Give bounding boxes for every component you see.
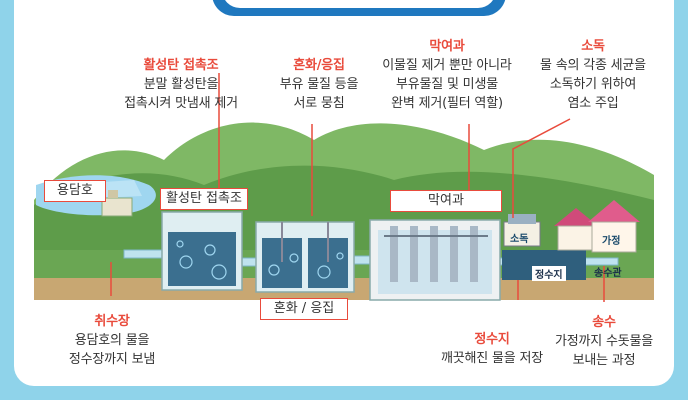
clear-well-desc-1: 깨끗해진 물을 저장	[441, 351, 543, 366]
callout-clear-well: 정수지 깨끗해진 물을 저장	[434, 330, 550, 368]
header-tab-inner	[222, 0, 496, 8]
leader-disinfection	[512, 118, 571, 218]
filtration-desc-1: 이물질 제거 뿐만 아니라	[382, 58, 512, 73]
activated-carbon-desc-1: 분말 활성탄을	[143, 77, 219, 92]
filtration-desc-3: 완벽 제거(필터 역할)	[391, 96, 503, 111]
callout-distribution: 송수 가정까지 수돗물을 보내는 과정	[544, 313, 664, 370]
carbon-tank-water	[168, 232, 236, 286]
carbon-box-label: 활성탄 접촉조	[160, 188, 248, 210]
coagulation-box-label: 혼화 / 응집	[260, 298, 348, 320]
distribution-desc-1: 가정까지 수돗물을	[554, 334, 653, 349]
filtration-box-label: 막여과	[390, 190, 502, 212]
callout-filtration: 막여과 이물질 제거 뿐만 아니라 부유물질 및 미생물 완벽 제거(필터 역할…	[372, 37, 522, 113]
diagram-panel: 활성탄 접촉조 분말 활성탄을 접촉시켜 맛냄새 제거 혼화/응집 부유 물질 …	[14, 0, 674, 386]
disinfection-building	[503, 221, 541, 247]
intake-title: 취수장	[94, 314, 130, 329]
intake-desc-1: 용담호의 물을	[74, 333, 150, 348]
disinfection-desc-1: 물 속의 각종 세균을	[540, 58, 646, 73]
water-treatment-illustration	[34, 73, 654, 302]
intake-desc-2: 정수장까지 보냄	[68, 352, 156, 367]
filtration-desc-2: 부유물질 및 미생물	[396, 77, 498, 92]
distribution-desc-2: 보내는 과정	[572, 353, 636, 368]
house-tag: 가정	[602, 236, 621, 247]
disinfection-tag: 소독	[510, 234, 529, 245]
activated-carbon-title: 활성탄 접촉조	[143, 58, 219, 73]
coagulation-desc-2: 서로 뭉침	[293, 96, 345, 111]
callout-intake: 취수장 용담호의 물을 정수장까지 보냄	[42, 312, 182, 369]
callout-activated-carbon: 활성탄 접촉조 분말 활성탄을 접촉시켜 맛냄새 제거	[96, 56, 266, 113]
disinfection-title: 소독	[581, 39, 605, 54]
distribution-pipe-tag: 송수관	[594, 268, 622, 279]
activated-carbon-desc-2: 접촉시켜 맛냄새 제거	[124, 96, 238, 111]
distribution-title: 송수	[592, 315, 616, 330]
intake-building	[101, 197, 133, 217]
disinfection-desc-2: 소독하기 위하여	[549, 77, 637, 92]
house-roof	[554, 208, 598, 226]
filtration-title: 막여과	[429, 39, 465, 54]
callout-disinfection: 소독 물 속의 각종 세균을 소독하기 위하여 염소 주입	[534, 37, 652, 113]
clear-well-tag: 정수지	[532, 266, 566, 281]
coagulation-desc-1: 부유 물질 등을	[279, 77, 359, 92]
reservoir-label: 용담호	[44, 180, 106, 202]
disinfection-desc-3: 염소 주입	[567, 96, 619, 111]
clear-well-title: 정수지	[474, 332, 510, 347]
callout-coagulation: 혼화/응집 부유 물질 등을 서로 뭉침	[266, 56, 372, 113]
coagulation-title: 혼화/응집	[293, 58, 345, 73]
